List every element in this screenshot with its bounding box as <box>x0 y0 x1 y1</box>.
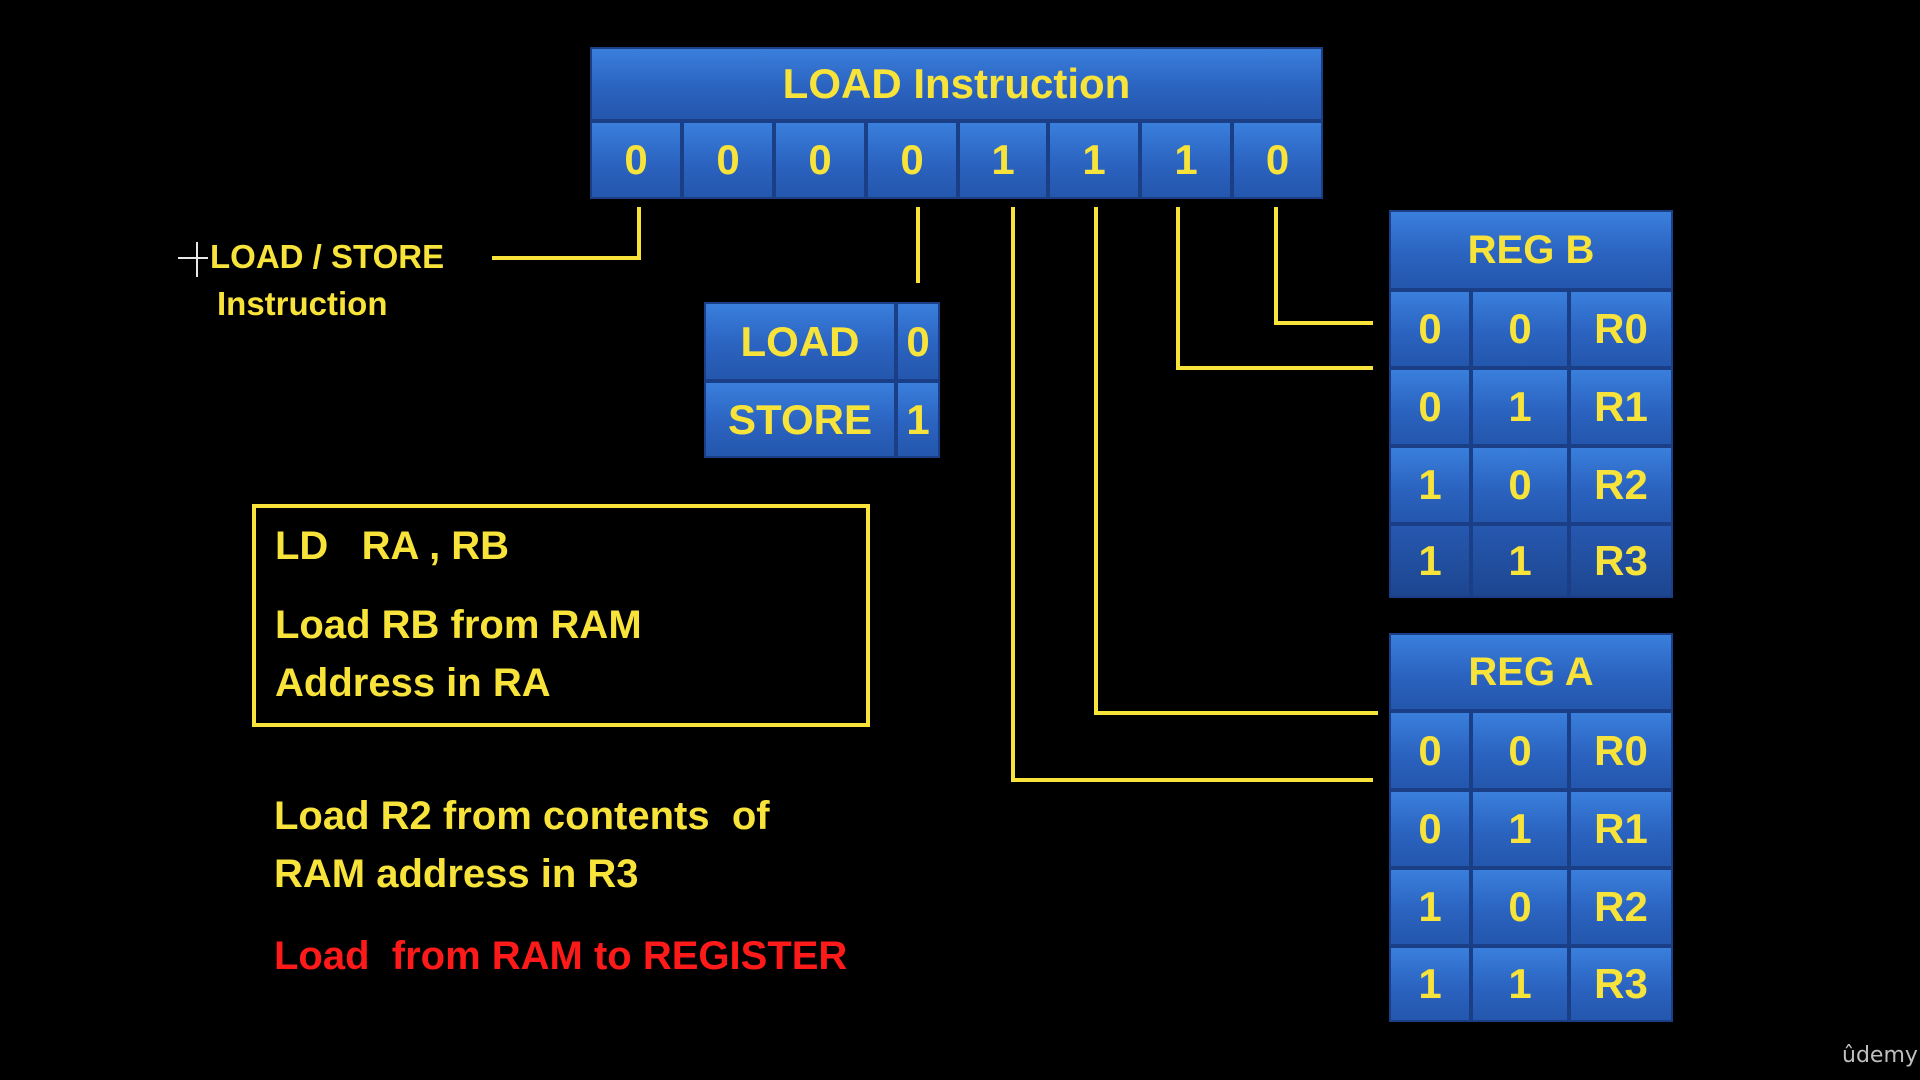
reg-a-bit1: 1 <box>1389 946 1471 1022</box>
bit-cell: 1 <box>1140 121 1232 199</box>
connector-regb-bit1 <box>1176 207 1373 370</box>
store-label-cell: STORE <box>704 381 896 458</box>
reg-a-bit0: 0 <box>1471 868 1569 946</box>
reg-a-bit1: 1 <box>1389 868 1471 946</box>
reg-a-bit1: 0 <box>1389 790 1471 868</box>
bit-cell: 1 <box>1048 121 1140 199</box>
connector-load-store <box>492 207 641 260</box>
reg-b-bit1: 0 <box>1389 368 1471 446</box>
reg-b-bit0: 1 <box>1471 524 1569 598</box>
store-bit-cell: 1 <box>896 381 940 458</box>
reg-b-name: R1 <box>1569 368 1673 446</box>
reg-b-name: R2 <box>1569 446 1673 524</box>
reg-b-name: R0 <box>1569 290 1673 368</box>
bit-cell: 0 <box>590 121 682 199</box>
bit-cell: 0 <box>866 121 958 199</box>
connector-rega-bit1 <box>1011 207 1373 782</box>
reg-a-bit1: 0 <box>1389 711 1471 790</box>
summary-text: Load from RAM to REGISTER <box>274 934 848 978</box>
load-bit-cell: 0 <box>896 302 940 381</box>
reg-b-name: R3 <box>1569 524 1673 598</box>
reg-a-name: R3 <box>1569 946 1673 1022</box>
load-store-label: LOAD / STORE <box>210 238 445 275</box>
load-store-label-line2: Instruction <box>217 285 388 322</box>
reg-b-title: REG B <box>1389 210 1673 290</box>
load-label-cell: LOAD <box>704 302 896 381</box>
connector-regb-bit0 <box>1274 207 1373 325</box>
note-desc-line2: Address in RA <box>275 661 551 705</box>
instruction-note-box: LD RA , RB Load RB from RAM Address in R… <box>252 504 870 727</box>
explanation-line2: RAM address in R3 <box>274 852 639 896</box>
reg-a-bit0: 0 <box>1471 711 1569 790</box>
reg-a-name: R2 <box>1569 868 1673 946</box>
cursor-crosshair-icon <box>178 242 208 277</box>
reg-a-title: REG A <box>1389 633 1673 711</box>
bit-cell: 1 <box>958 121 1048 199</box>
reg-b-bit0: 1 <box>1471 368 1569 446</box>
instruction-title: LOAD Instruction <box>590 47 1323 121</box>
udemy-watermark: ûdemy <box>1842 1043 1918 1068</box>
reg-b-bit0: 0 <box>1471 446 1569 524</box>
bit-cell: 0 <box>774 121 866 199</box>
bit-cell: 0 <box>1232 121 1323 199</box>
explanation-line1: Load R2 from contents of <box>274 794 770 838</box>
reg-a-bit0: 1 <box>1471 946 1569 1022</box>
connector-rega-bit0 <box>1094 207 1378 715</box>
reg-b-bit1: 1 <box>1389 524 1471 598</box>
reg-b-bit1: 1 <box>1389 446 1471 524</box>
note-desc-line1: Load RB from RAM <box>275 603 642 647</box>
reg-a-name: R1 <box>1569 790 1673 868</box>
note-syntax: LD RA , RB <box>275 524 510 568</box>
bit-cell: 0 <box>682 121 774 199</box>
reg-a-bit0: 1 <box>1471 790 1569 868</box>
reg-b-bit1: 0 <box>1389 290 1471 368</box>
reg-a-name: R0 <box>1569 711 1673 790</box>
reg-b-bit0: 0 <box>1471 290 1569 368</box>
